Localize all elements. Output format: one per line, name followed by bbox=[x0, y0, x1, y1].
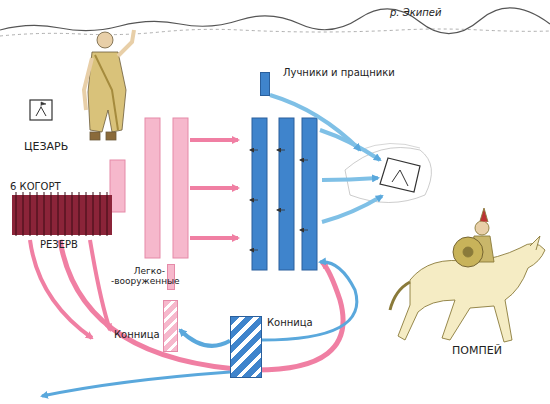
unit-label: РЕЗЕРВ bbox=[40, 239, 78, 250]
caesar-cavalry-box: Конница bbox=[163, 300, 178, 352]
pompey-cavalry-box: Конница bbox=[230, 316, 262, 378]
unit-label: Легко- -вооруженные bbox=[111, 267, 165, 287]
commander-label: ЦЕЗАРЬ bbox=[24, 140, 68, 153]
commander-label: ПОМПЕЙ bbox=[452, 344, 502, 357]
unit-label: Лучники и пращники bbox=[283, 67, 395, 78]
attack-arrow bbox=[180, 330, 230, 346]
unit-label: 6 КОГОРТ bbox=[10, 181, 61, 192]
archers-box: Лучники и пращники bbox=[260, 72, 270, 96]
unit-label: Конница bbox=[114, 329, 160, 340]
reserve-block: 6 КОГОРТРЕЗЕРВ bbox=[12, 195, 112, 235]
unit-label: Конница bbox=[267, 317, 313, 328]
light-troops-box: Легко- -вооруженные bbox=[167, 264, 175, 290]
river-label: р. Экипей bbox=[390, 7, 441, 18]
